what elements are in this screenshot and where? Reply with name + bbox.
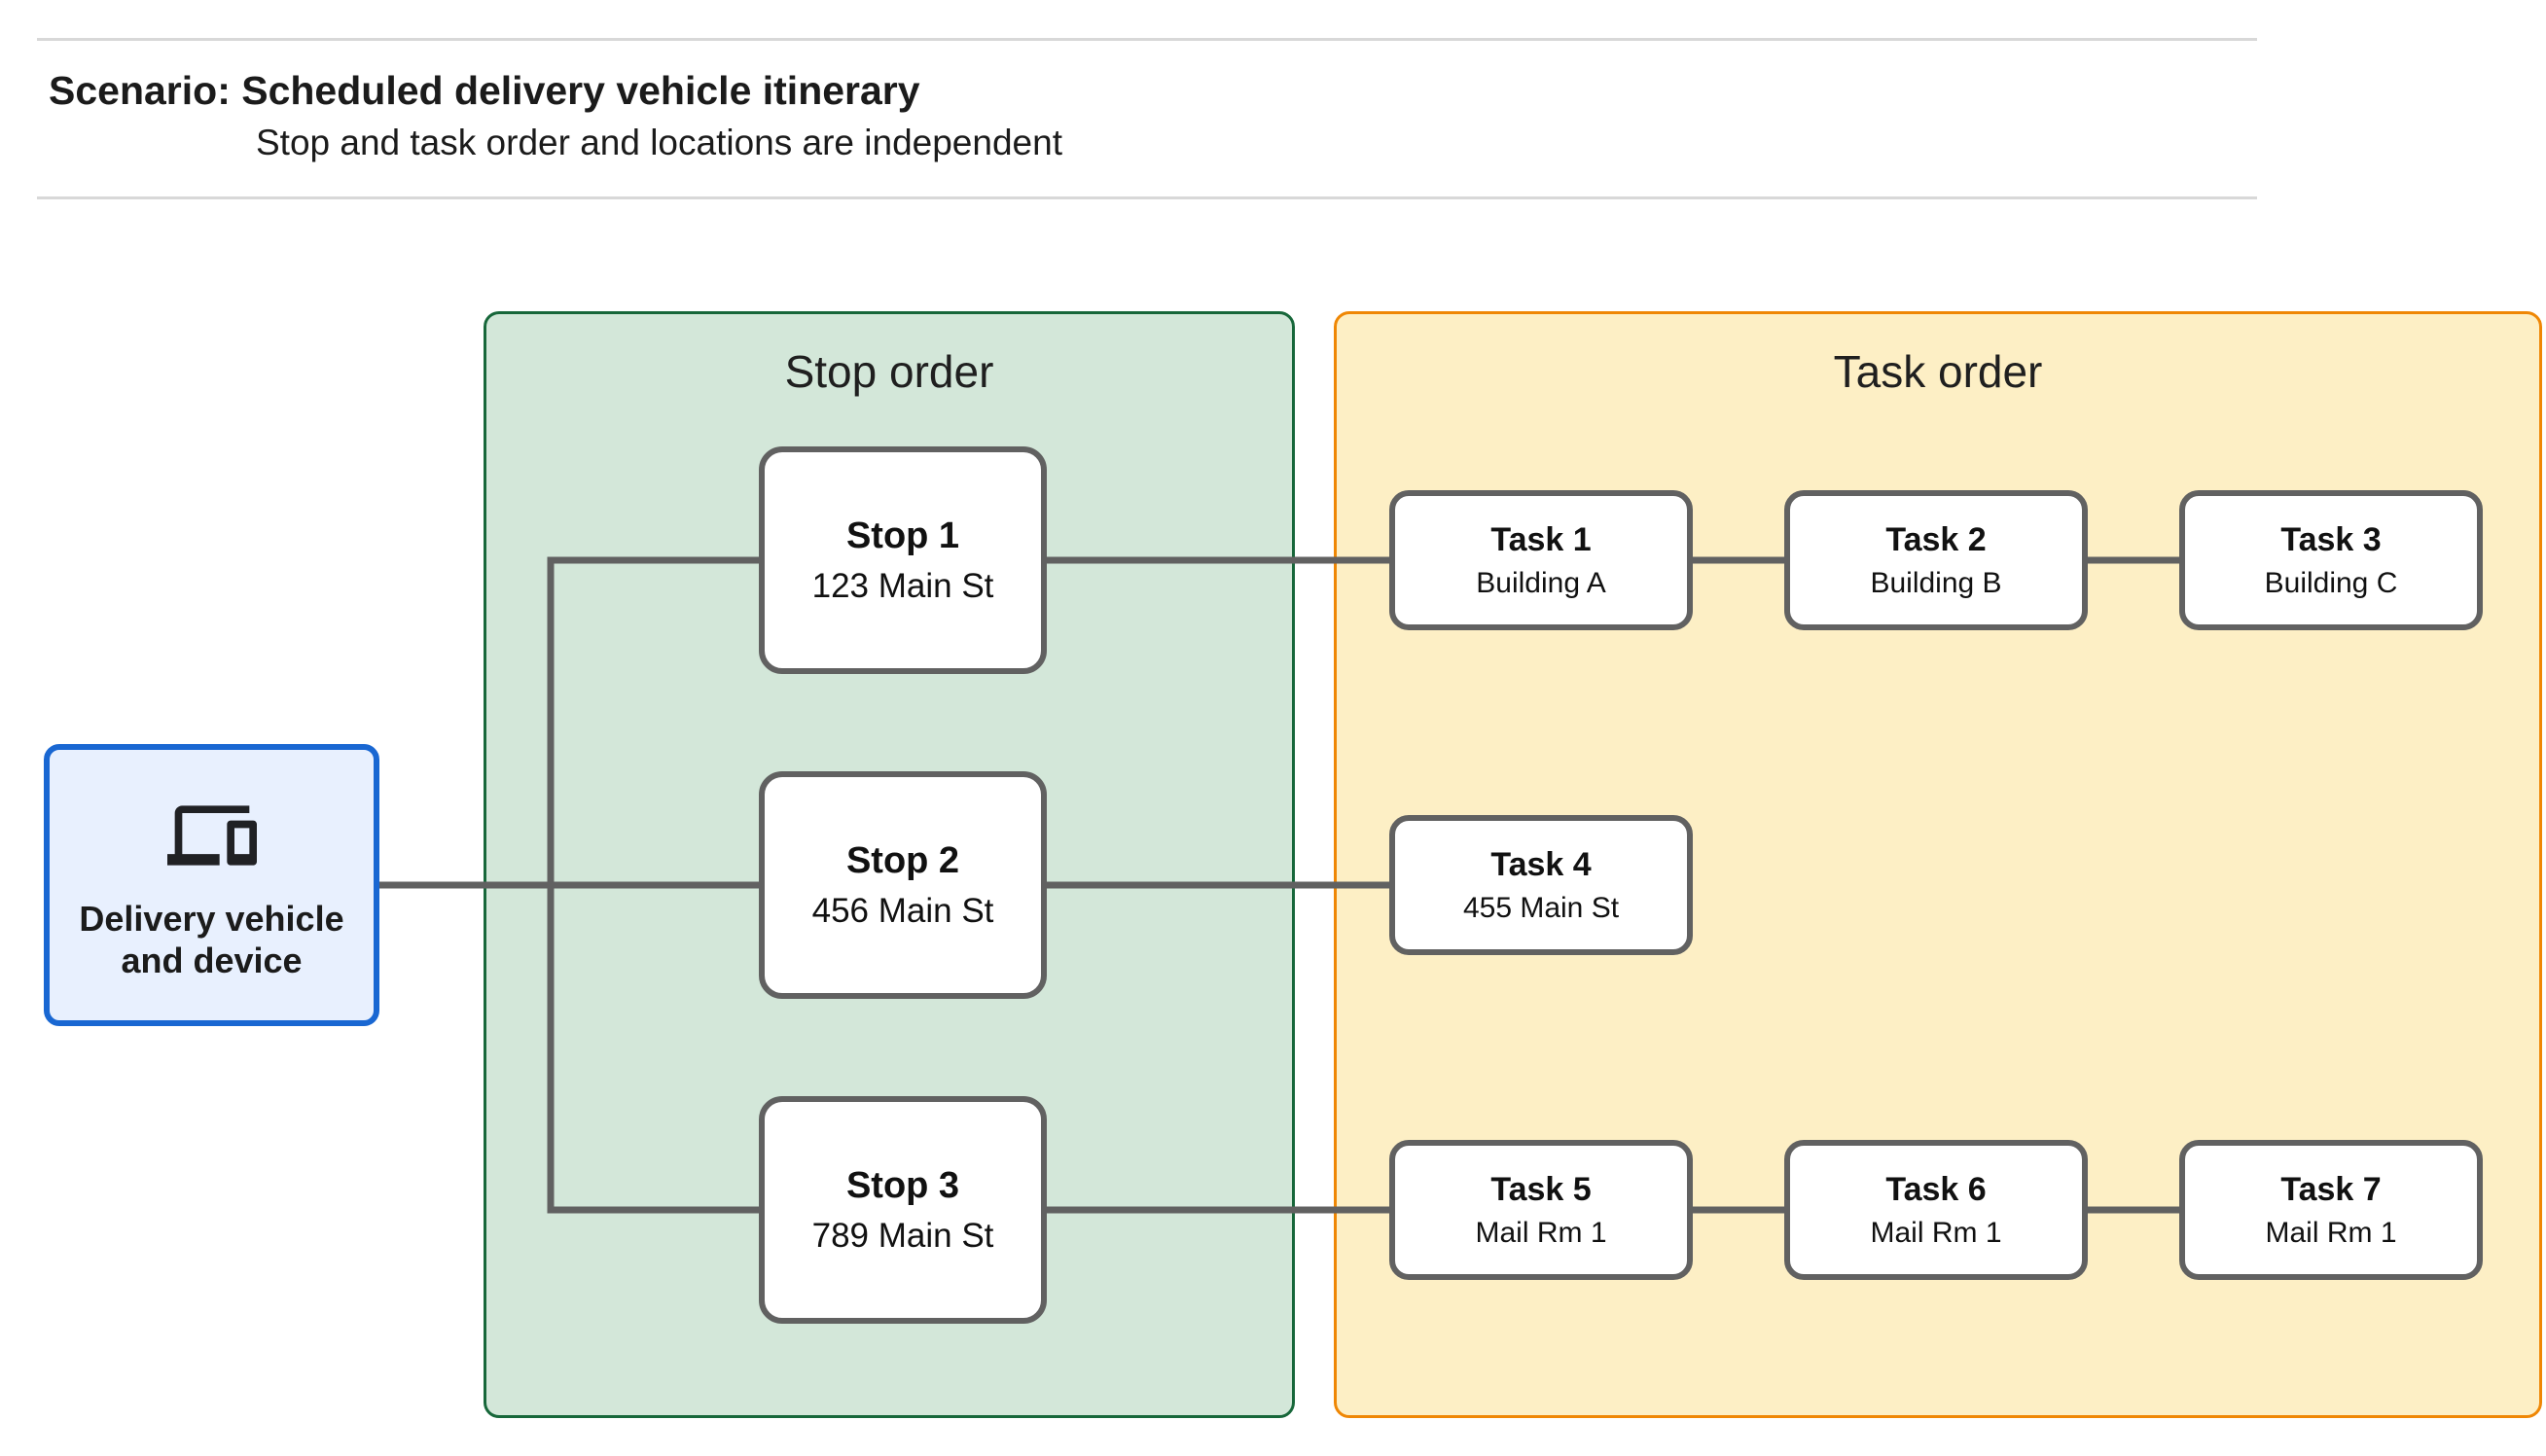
task-3-title: Task 3 — [2280, 520, 2382, 558]
task-3-node: Task 3 Building C — [2179, 490, 2483, 630]
task-4-node: Task 4 455 Main St — [1389, 815, 1693, 955]
task-7-node: Task 7 Mail Rm 1 — [2179, 1140, 2483, 1280]
delivery-vehicle-node: Delivery vehicle and device — [44, 744, 379, 1026]
task-4-title: Task 4 — [1490, 845, 1592, 883]
bottom-divider — [37, 196, 2257, 199]
task-1-node: Task 1 Building A — [1389, 490, 1693, 630]
page-title: Scenario: Scheduled delivery vehicle iti… — [49, 68, 920, 113]
task-2-node: Task 2 Building B — [1784, 490, 2088, 630]
delivery-vehicle-label-line2: and device — [121, 941, 303, 981]
stop-2-location: 456 Main St — [811, 891, 994, 930]
task-7-title: Task 7 — [2280, 1170, 2382, 1208]
stop-1-title: Stop 1 — [845, 515, 960, 556]
delivery-vehicle-label-line1: Delivery vehicle — [79, 899, 344, 939]
stop-3-title: Stop 3 — [845, 1164, 960, 1206]
task-1-location: Building A — [1476, 566, 1606, 599]
delivery-vehicle-label: Delivery vehicle and device — [79, 898, 343, 981]
stop-2-node: Stop 2 456 Main St — [759, 771, 1047, 999]
stop-2-title: Stop 2 — [845, 839, 960, 881]
task-6-title: Task 6 — [1885, 1170, 1987, 1208]
task-5-title: Task 5 — [1490, 1170, 1592, 1208]
task-5-location: Mail Rm 1 — [1475, 1216, 1607, 1249]
task-3-location: Building C — [2264, 566, 2398, 599]
stop-3-location: 789 Main St — [811, 1216, 994, 1255]
task-2-location: Building B — [1870, 566, 2002, 599]
stop-order-panel-title: Stop order — [784, 346, 994, 397]
task-6-location: Mail Rm 1 — [1870, 1216, 2002, 1249]
top-divider — [37, 38, 2257, 41]
task-2-title: Task 2 — [1885, 520, 1987, 558]
devices-icon — [166, 805, 257, 866]
task-4-location: 455 Main St — [1462, 891, 1620, 924]
task-5-node: Task 5 Mail Rm 1 — [1389, 1140, 1693, 1280]
task-1-title: Task 1 — [1490, 520, 1592, 558]
stop-1-location: 123 Main St — [811, 566, 994, 605]
stop-1-node: Stop 1 123 Main St — [759, 446, 1047, 674]
task-7-location: Mail Rm 1 — [2265, 1216, 2397, 1249]
task-order-panel-title: Task order — [1833, 346, 2043, 397]
page-subtitle: Stop and task order and locations are in… — [256, 123, 1062, 162]
task-6-node: Task 6 Mail Rm 1 — [1784, 1140, 2088, 1280]
stop-3-node: Stop 3 789 Main St — [759, 1096, 1047, 1324]
